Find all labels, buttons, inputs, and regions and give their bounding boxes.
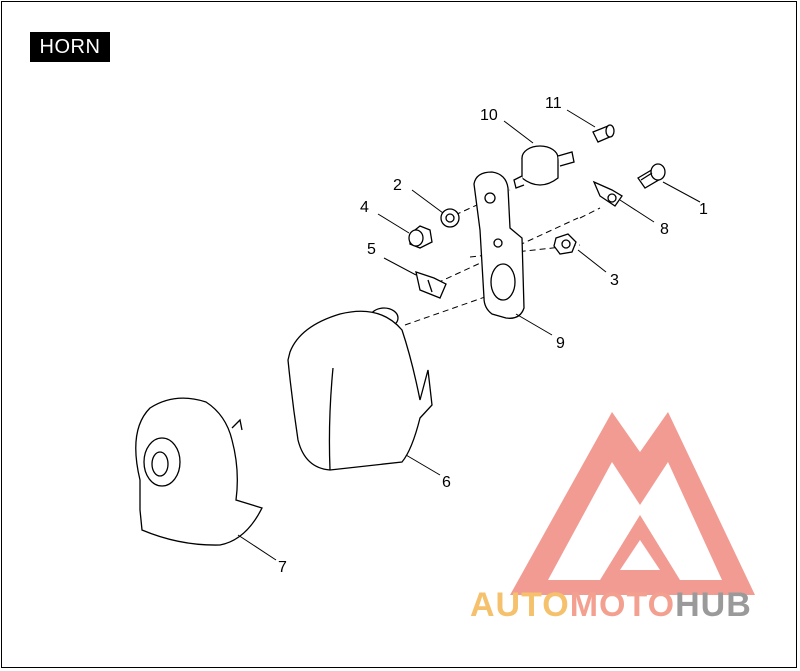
callout-3: 3 — [610, 272, 619, 289]
callout-1: 1 — [699, 201, 708, 218]
bracket-part — [473, 171, 525, 319]
watermark-text-hub: HUB — [675, 586, 752, 624]
horn-part — [135, 397, 263, 546]
clip-part — [592, 180, 623, 207]
callout-5: 5 — [367, 241, 376, 258]
callout-6: 6 — [442, 474, 451, 491]
callout-11: 11 — [545, 95, 562, 112]
callout-8: 8 — [660, 221, 669, 238]
watermark-text-auto: AUTO — [470, 586, 570, 624]
speed-nut-part — [415, 271, 447, 299]
acorn-nut-part — [408, 225, 433, 249]
page-title: HORN — [30, 32, 110, 62]
rubber-mount-part — [513, 145, 575, 189]
callout-9: 9 — [556, 335, 565, 352]
watermark-text-moto: MOTO — [569, 586, 676, 624]
callout-2: 2 — [393, 177, 402, 194]
horn-cover-part — [287, 307, 433, 471]
callout-10: 10 — [480, 107, 498, 124]
callout-7: 7 — [278, 559, 287, 576]
callout-4: 4 — [360, 199, 369, 216]
leader-lines — [237, 109, 701, 561]
cap-part — [592, 124, 615, 143]
callout-labels: 1 2 3 4 5 6 7 8 9 10 11 — [278, 95, 708, 576]
watermark-text: AUTOMOTOHUB — [470, 586, 752, 625]
nut-part — [553, 233, 577, 255]
screw-part — [637, 163, 666, 189]
washer-part — [440, 208, 460, 228]
watermark-logo — [510, 412, 755, 595]
